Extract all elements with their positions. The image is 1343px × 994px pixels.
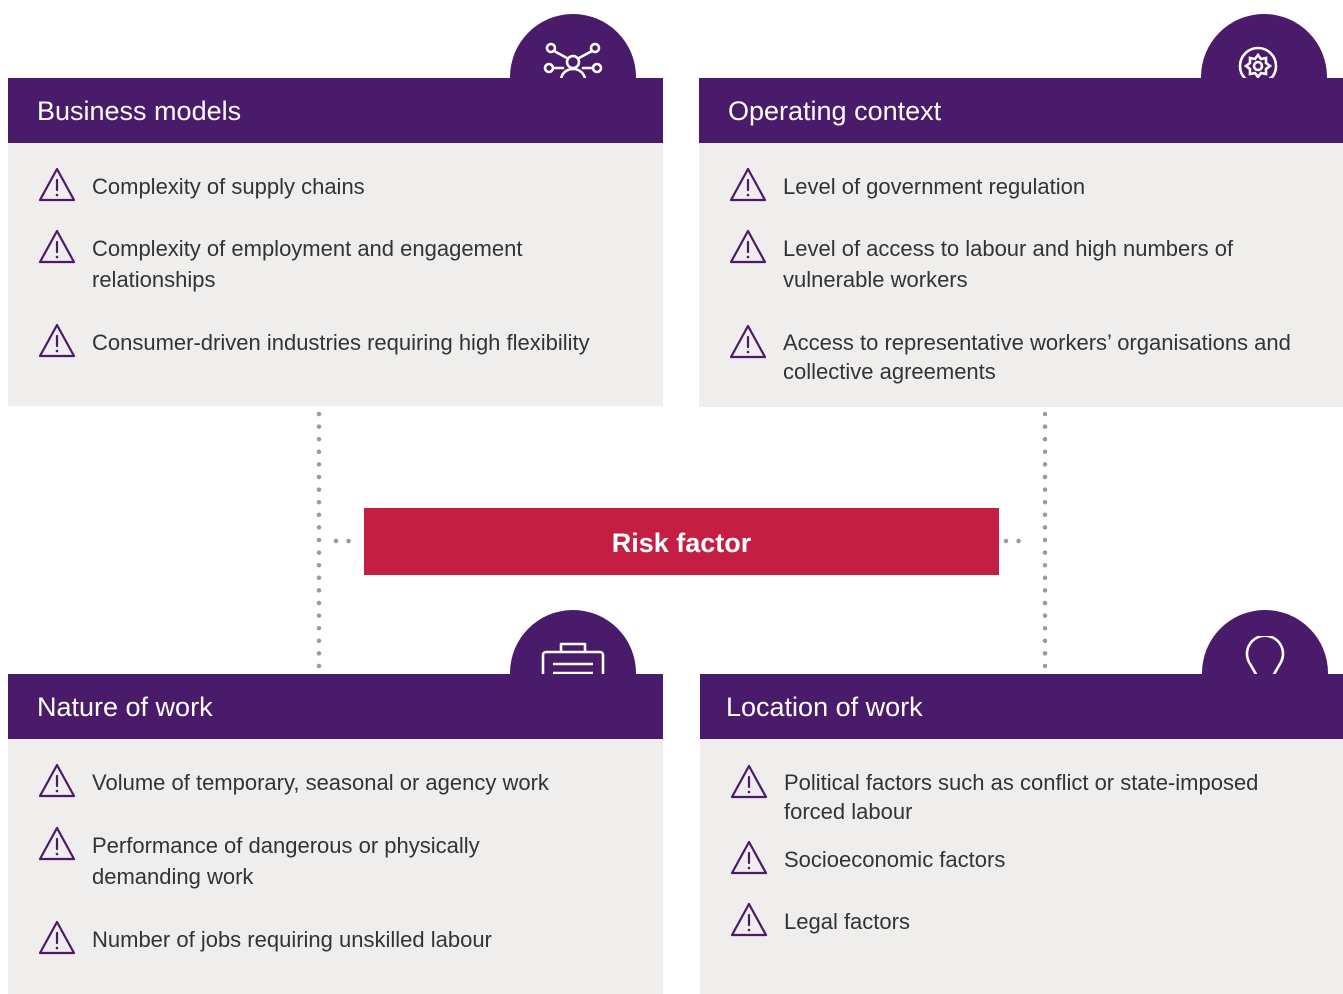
risk-factor-label: Risk factor	[611, 528, 752, 558]
nature-of-work-body: Volume of temporary, seasonal or agency …	[8, 739, 663, 994]
list-item: Legal factors	[730, 902, 1323, 938]
warning-icon	[38, 826, 76, 861]
list-item: Socioeconomic factors	[730, 840, 1323, 876]
panel-business-models: Business models Complexity of supply cha…	[8, 14, 663, 406]
list-item: Complexity of supply chains	[38, 167, 643, 203]
panel-nature-of-work: Nature of work Volume of temporary, seas…	[8, 610, 663, 994]
list-item-text: Number of jobs requiring unskilled labou…	[92, 927, 492, 952]
list-item-text: Access to representative workers’ organi…	[783, 330, 1291, 384]
nature-of-work-header: Nature of work	[8, 674, 663, 739]
business-models-header: Business models	[8, 78, 663, 143]
warning-icon	[38, 167, 76, 202]
list-item-text: Level of access to labour and high numbe…	[783, 236, 1234, 292]
list-item-text: Socioeconomic factors	[784, 847, 1006, 872]
operating-context-header: Operating context	[699, 78, 1343, 143]
connector-left-horizontal	[333, 538, 362, 544]
location-of-work-title: Location of work	[726, 692, 923, 722]
location-of-work-header: Location of work	[700, 674, 1343, 739]
list-item: Performance of dangerous or physically d…	[38, 826, 643, 892]
warning-icon	[38, 229, 76, 264]
list-item: Consumer-driven industries requiring hig…	[38, 323, 643, 359]
operating-context-body: Level of government regulation Level of …	[699, 143, 1343, 407]
list-item: Number of jobs requiring unskilled labou…	[38, 920, 643, 956]
warning-icon	[730, 840, 768, 875]
list-item: Level of government regulation	[729, 167, 1323, 203]
list-item-text: Legal factors	[784, 909, 910, 934]
location-of-work-body: Political factors such as conflict or st…	[700, 739, 1343, 994]
warning-icon	[729, 229, 767, 264]
list-item-text: Performance of dangerous or physically d…	[92, 833, 480, 889]
list-item: Level of access to labour and high numbe…	[729, 229, 1323, 295]
operating-context-title: Operating context	[728, 96, 942, 126]
panel-location-of-work: Location of work Political factors such …	[700, 610, 1343, 994]
list-item-text: Volume of temporary, seasonal or agency …	[92, 770, 549, 795]
business-models-body: Complexity of supply chains Complexity o…	[8, 143, 663, 406]
warning-icon	[729, 167, 767, 202]
list-item-text: Complexity of supply chains	[92, 174, 365, 199]
warning-icon	[730, 764, 768, 799]
connector-left-vertical	[316, 411, 322, 671]
list-item: Political factors such as conflict or st…	[730, 764, 1323, 826]
warning-icon	[730, 902, 768, 937]
warning-icon	[38, 920, 76, 955]
list-item-text: Consumer-driven industries requiring hig…	[92, 330, 590, 355]
warning-icon	[729, 324, 767, 359]
list-item: Access to representative workers’ organi…	[729, 324, 1323, 386]
warning-icon	[38, 323, 76, 358]
list-item: Complexity of employment and engagement …	[38, 229, 643, 295]
connector-right-horizontal	[1003, 538, 1033, 544]
list-item-text: Level of government regulation	[783, 174, 1086, 199]
connector-right-vertical	[1042, 411, 1048, 671]
business-models-title: Business models	[37, 96, 242, 126]
risk-factor-box: Risk factor	[364, 508, 999, 575]
warning-icon	[38, 763, 76, 798]
list-item-text: Political factors such as conflict or st…	[784, 770, 1259, 824]
panel-operating-context: Operating context Level of government re…	[699, 14, 1343, 407]
nature-of-work-title: Nature of work	[37, 692, 213, 722]
list-item-text: Complexity of employment and engagement …	[92, 236, 523, 292]
list-item: Volume of temporary, seasonal or agency …	[38, 763, 643, 799]
